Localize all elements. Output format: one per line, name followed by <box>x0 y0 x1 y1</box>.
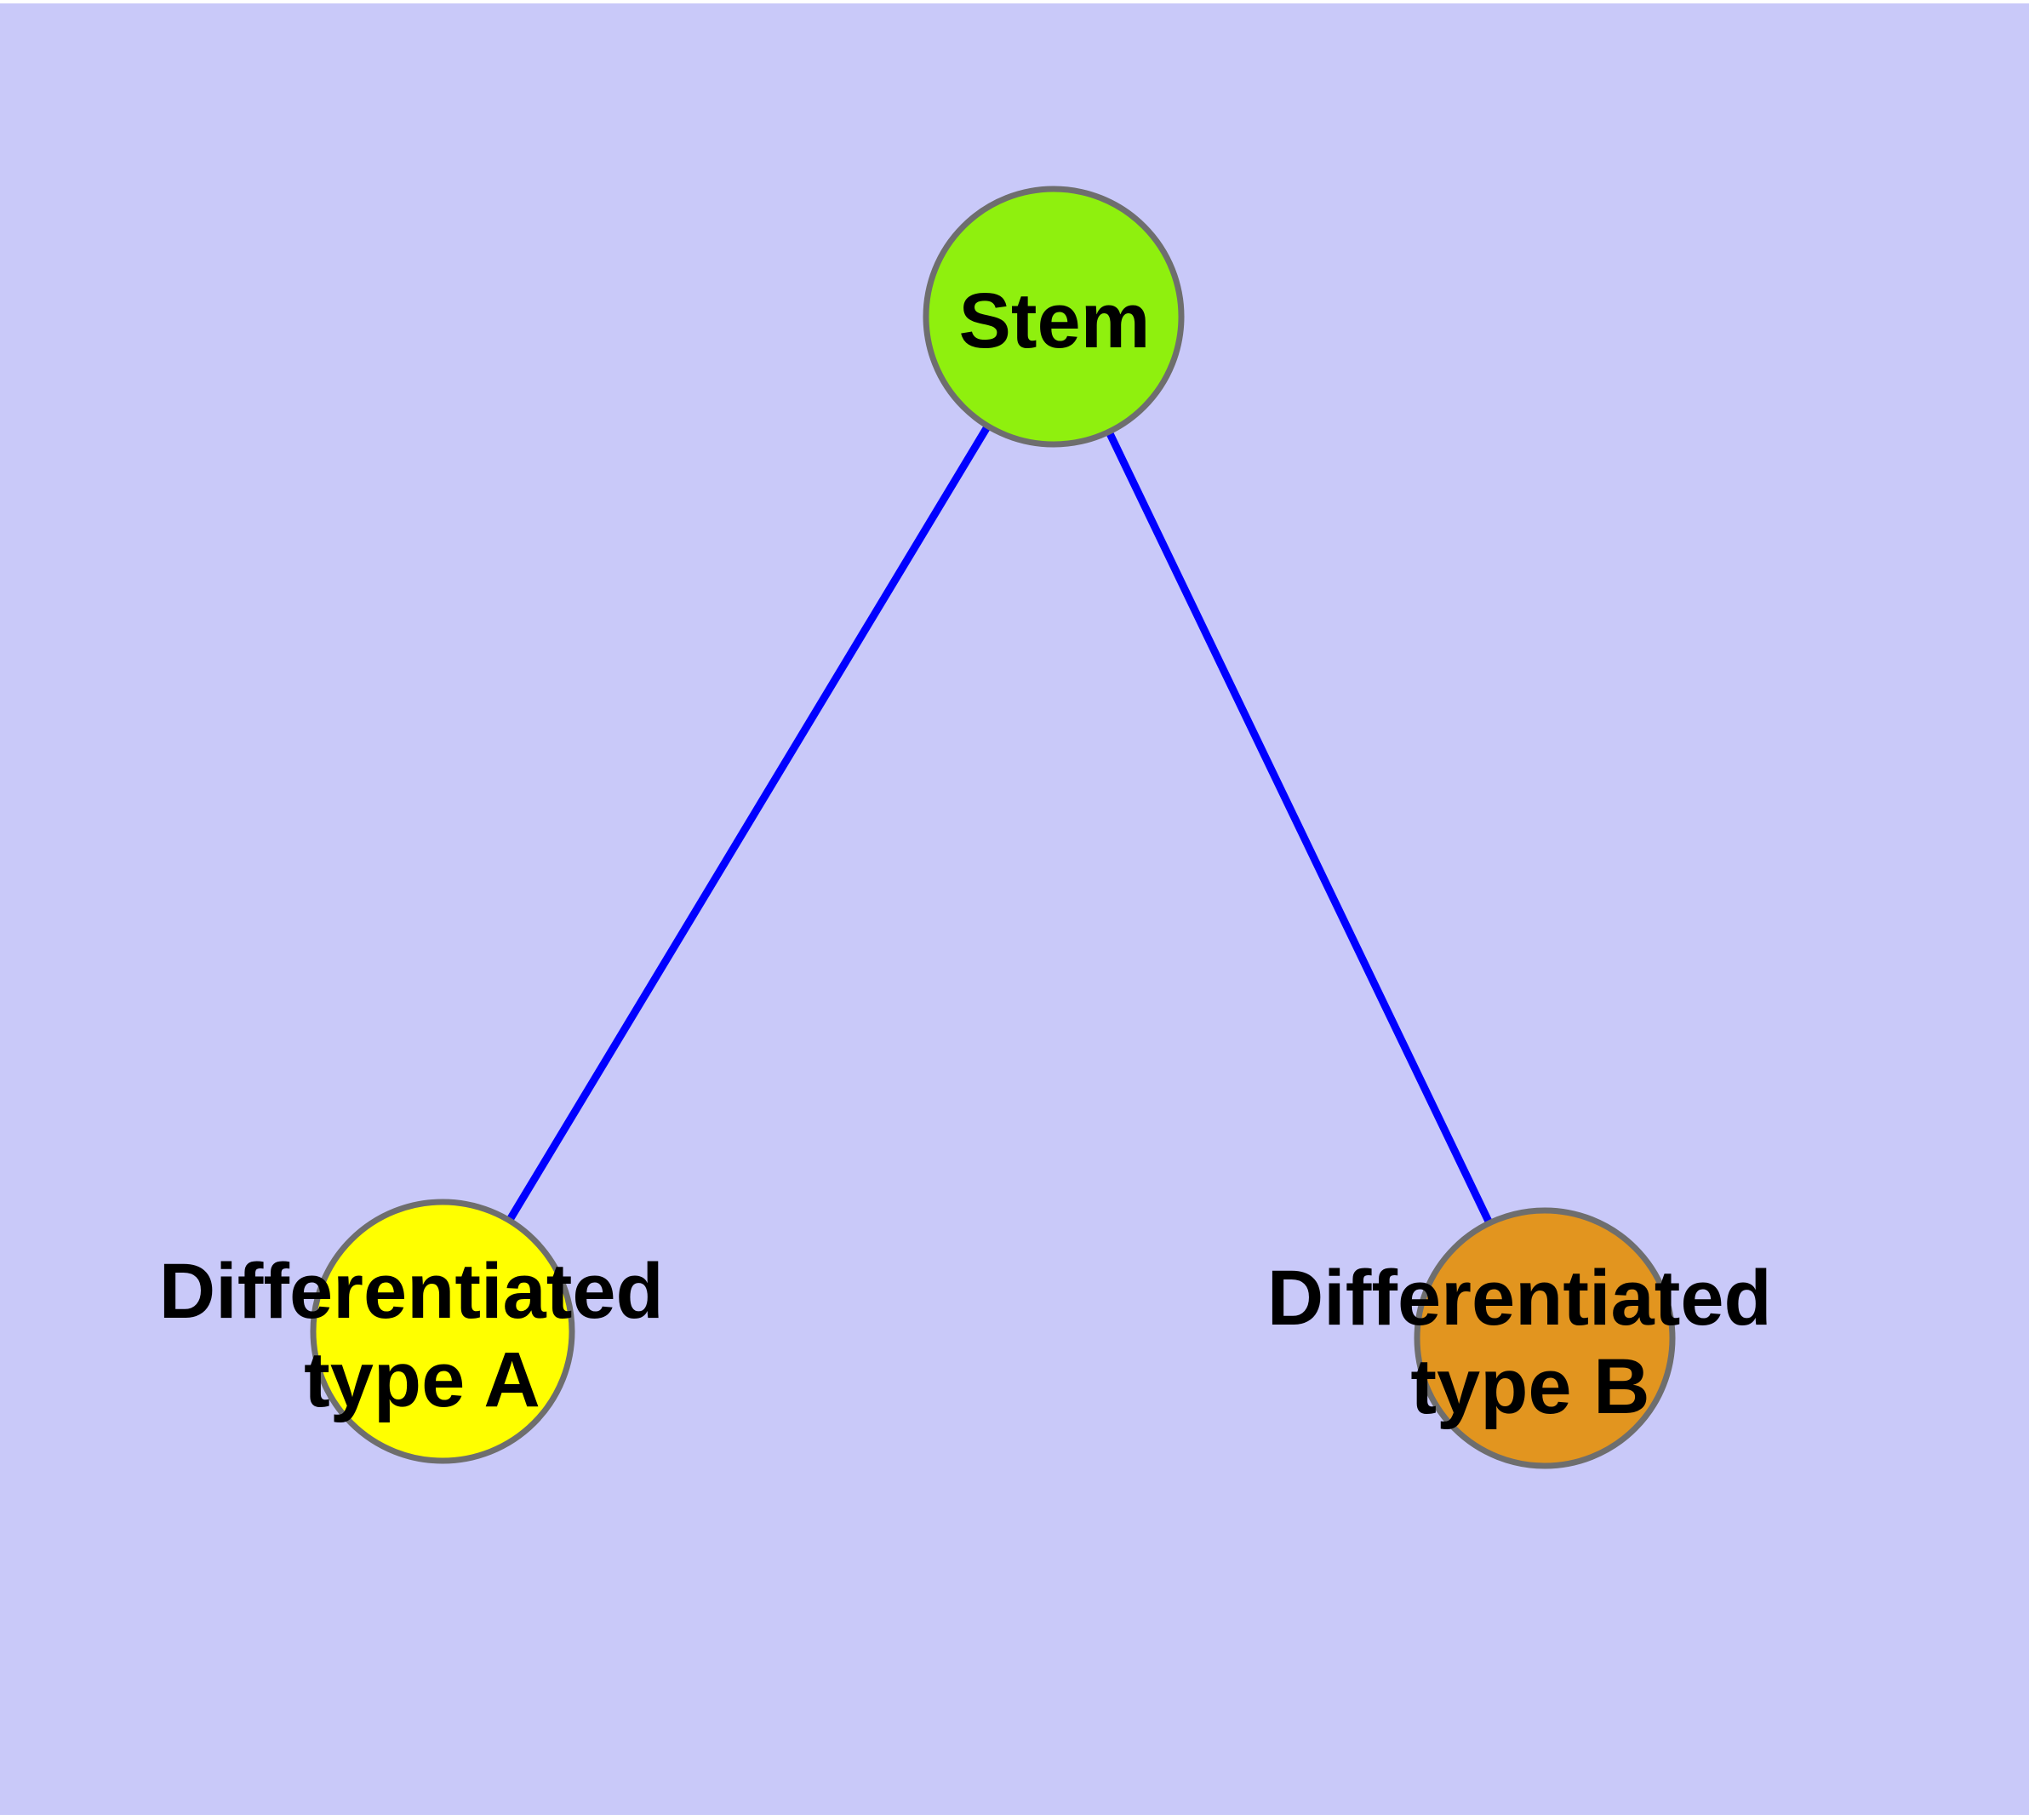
node-type-b-circle <box>1414 1207 1676 1469</box>
node-type-a-label-line1: Differentiated <box>159 1248 664 1335</box>
node-type-a-label-line2: type A <box>304 1336 540 1423</box>
node-stem-circle <box>923 186 1185 448</box>
node-type-a-label: Differentiated type A <box>159 1248 686 1423</box>
edge-stem-to-type-b <box>1049 315 1549 1340</box>
node-type-b-label-line2: type B <box>1410 1343 1649 1430</box>
node-type-b-label-line1: Differentiated <box>1267 1255 1772 1342</box>
node-type-a-circle <box>310 1199 575 1464</box>
node-type-b-label: Differentiated type B <box>1267 1255 1794 1430</box>
node-stem-label: Stem <box>959 278 1151 364</box>
edge-stem-to-type-a <box>439 314 1057 1334</box>
